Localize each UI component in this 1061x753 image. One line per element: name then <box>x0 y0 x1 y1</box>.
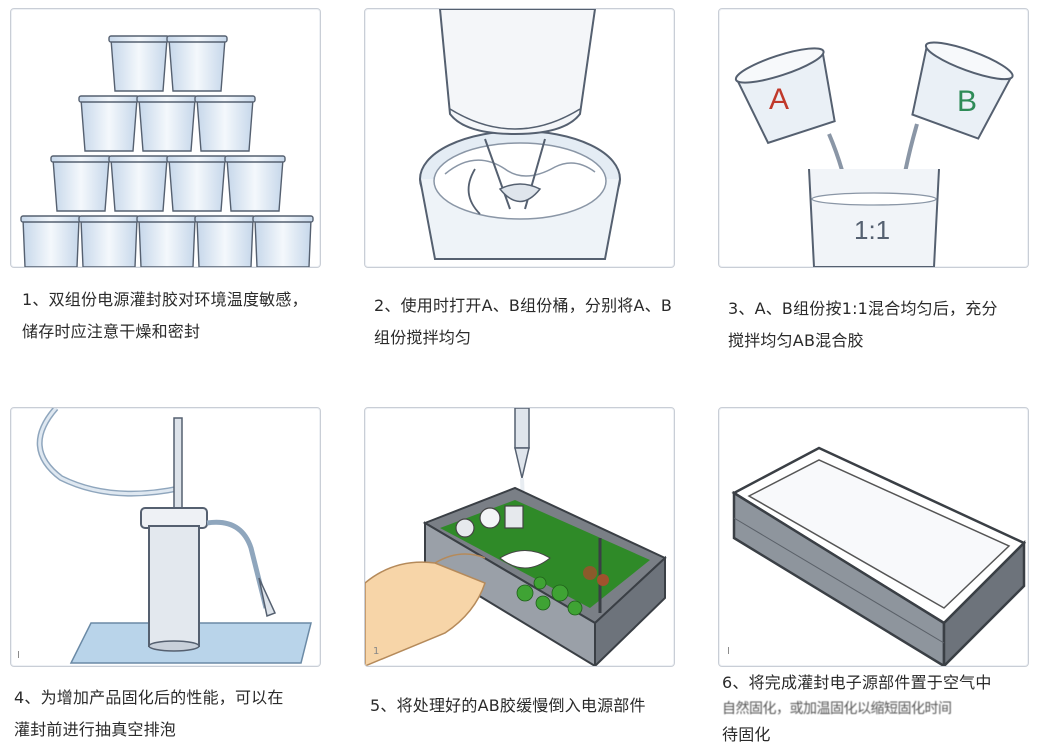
caption-line: 搅拌均匀AB混合胶 <box>728 331 864 350</box>
step-1-caption: 1、双组份电源灌封胶对环境温度敏感， 储存时应注意干燥和密封 <box>22 284 342 348</box>
finished-potted-unit-drawing <box>731 446 1027 666</box>
step-4-caption: 4、为增加产品固化后的性能，可以在 灌封前进行抽真空排泡 <box>14 682 334 746</box>
step-1-illustration <box>10 8 321 268</box>
pouring-into-power-unit-drawing <box>365 408 667 666</box>
caption-line-blurred: 自然固化，或加温固化以缩短固化时间 <box>722 701 952 717</box>
cup-a-letter: A <box>769 83 789 116</box>
stirring-bucket-drawing <box>419 9 621 260</box>
caption-line: 储存时应注意干燥和密封 <box>22 322 201 341</box>
ab-mixing-drawing: A B 1:1 <box>734 41 1014 267</box>
step-3-illustration: A B 1:1 <box>718 8 1029 268</box>
caption-line: 组份搅拌均匀 <box>374 328 472 347</box>
caption-line: 灌封前进行抽真空排泡 <box>14 720 177 739</box>
caption-line: 1、双组份电源灌封胶对环境温度敏感， <box>22 290 308 309</box>
caption-line: 5、将处理好的AB胶缓慢倒入电源部件 <box>370 696 646 715</box>
ratio-label: 1:1 <box>854 215 890 245</box>
caption-line: 2、使用时打开A、B组份桶，分别将A、B <box>374 296 673 315</box>
step-3-caption: 3、A、B组份按1:1混合均匀后，充分 搅拌均匀AB混合胶 <box>728 293 1048 357</box>
step-6-caption: 6、将完成灌封电子源部件置于空气中 自然固化，或加温固化以缩短固化时间 待固化 <box>722 670 1042 748</box>
step-2-illustration <box>364 8 675 268</box>
step-4-illustration: I <box>10 407 321 667</box>
step-6-illustration: I <box>718 407 1029 667</box>
vacuum-degassing-drawing <box>36 408 312 664</box>
step-5-caption: 5、将处理好的AB胶缓慢倒入电源部件 <box>370 690 690 722</box>
cup-b-letter: B <box>957 85 977 118</box>
step-2-caption: 2、使用时打开A、B组份桶，分别将A、B 组份搅拌均匀 <box>374 290 694 354</box>
caption-line: 待固化 <box>722 725 771 744</box>
stacked-buckets-drawing <box>20 35 314 267</box>
step-5-illustration: 1 <box>364 407 675 667</box>
caption-line: 3、A、B组份按1:1混合均匀后，充分 <box>728 299 998 318</box>
caption-line: 4、为增加产品固化后的性能，可以在 <box>14 688 284 707</box>
caption-line: 6、将完成灌封电子源部件置于空气中 <box>722 673 992 692</box>
